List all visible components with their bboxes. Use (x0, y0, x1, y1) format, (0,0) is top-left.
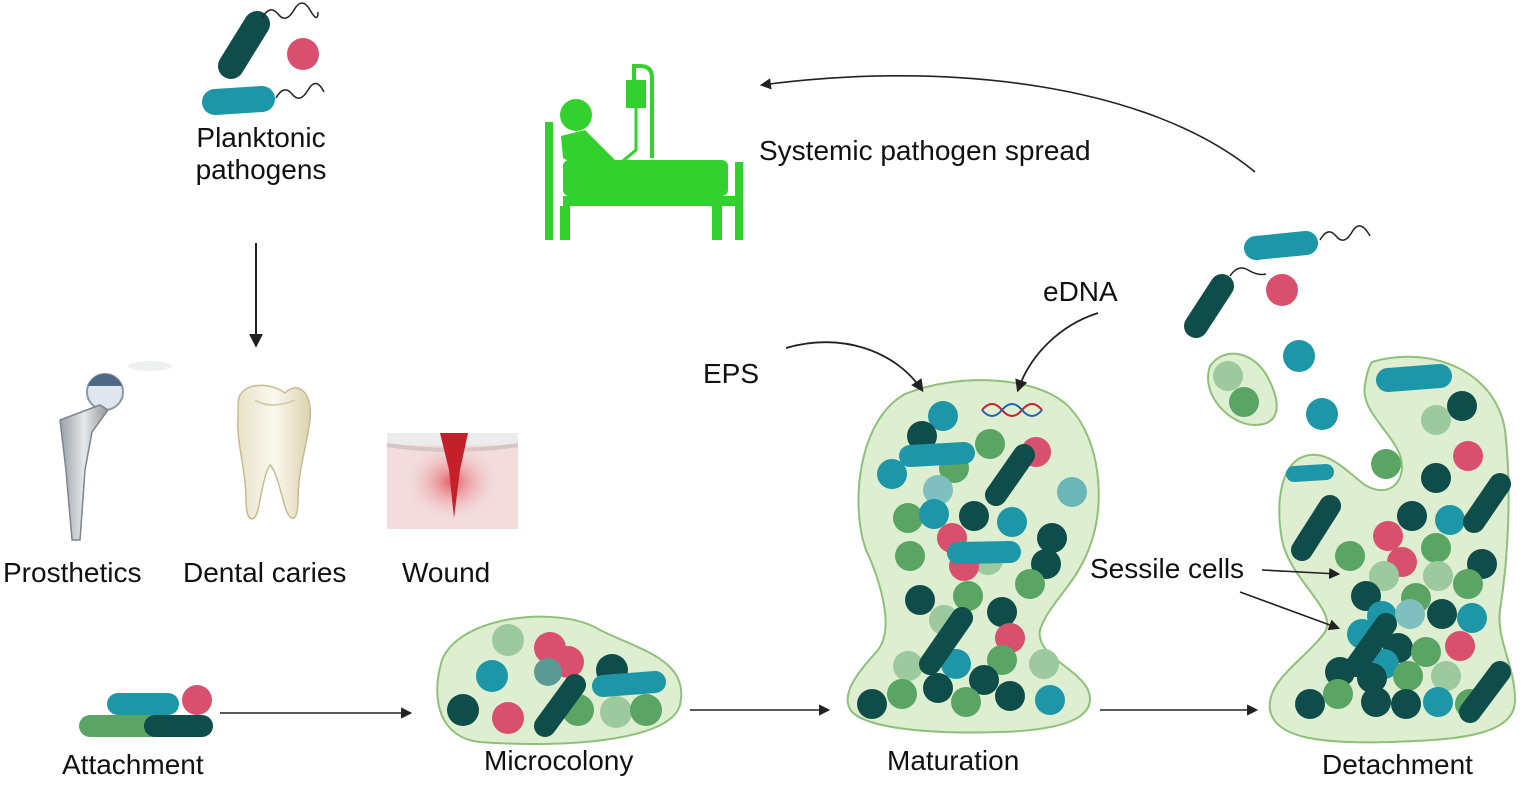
edna-label: eDNA (1043, 276, 1118, 307)
arrow-eps (785, 341, 924, 393)
arrow-sessile-2 (1239, 591, 1341, 631)
prosthetic-hip-icon (59, 361, 172, 541)
microcolony-label: Microcolony (484, 745, 634, 776)
arrow-systemic-spread (759, 75, 1256, 173)
microcolony-matrix (436, 615, 683, 745)
systemic-spread-label: Systemic pathogen spread (759, 135, 1091, 166)
maturation-biofilm (846, 379, 1100, 734)
attachment-cells (79, 685, 213, 737)
eps-label: EPS (703, 358, 760, 389)
dental-caries-label: Dental caries (183, 557, 347, 588)
planktonic-pathogens-label: Planktonic pathogens (195, 122, 327, 186)
hospital-bed-icon (545, 64, 743, 240)
wound-label: Wound (402, 557, 491, 588)
attachment-label: Attachment (62, 749, 204, 780)
wound-icon (386, 433, 519, 529)
planktonic-pathogens-icon (202, 2, 325, 115)
tooth-icon (236, 384, 312, 520)
maturation-label: Maturation (887, 745, 1020, 776)
detachment-biofilm (1268, 355, 1517, 744)
arrow-edna (1015, 312, 1099, 393)
arrow-sessile-1 (1261, 567, 1341, 580)
sessile-cells-label: Sessile cells (1090, 553, 1245, 584)
detachment-label: Detachment (1322, 749, 1473, 780)
detached-cells (1184, 225, 1371, 430)
prosthetics-label: Prosthetics (3, 557, 142, 588)
